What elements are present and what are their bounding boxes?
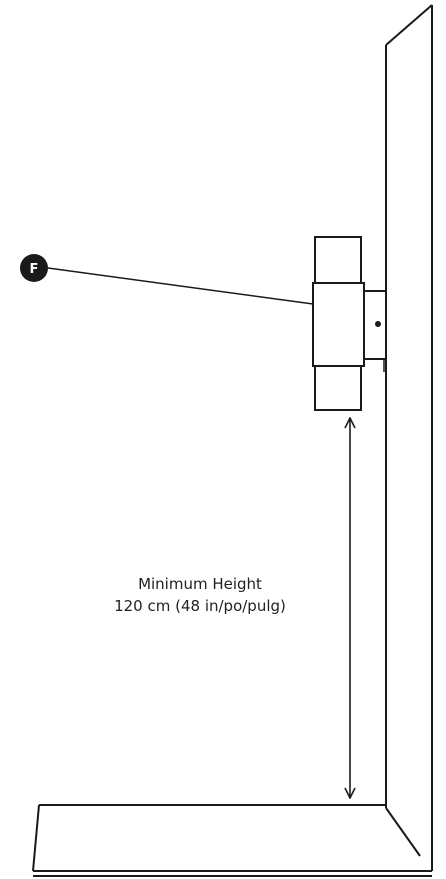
bracket-plate [361,290,387,360]
minimum-height-label: Minimum Height 120 cm (48 in/po/pulg) [80,573,320,617]
mount-bracket [361,290,387,372]
device-middle-segment [312,282,365,367]
callout-badge: F [20,254,48,282]
wall-floor-edge [385,807,421,857]
minimum-height-title: Minimum Height [138,575,262,593]
floor-left-edge [32,804,40,872]
device-bottom-segment [314,365,362,411]
device-unit [312,236,365,411]
device-top-segment [314,236,362,284]
bracket-screw [375,321,381,327]
minimum-height-value: 120 cm (48 in/po/pulg) [114,597,286,615]
wall [385,4,433,871]
callout-leader-line [47,267,314,305]
callout-letter: F [30,262,39,277]
callout-circle [20,254,48,282]
floor [32,804,432,877]
wall-top-edge [385,4,433,46]
